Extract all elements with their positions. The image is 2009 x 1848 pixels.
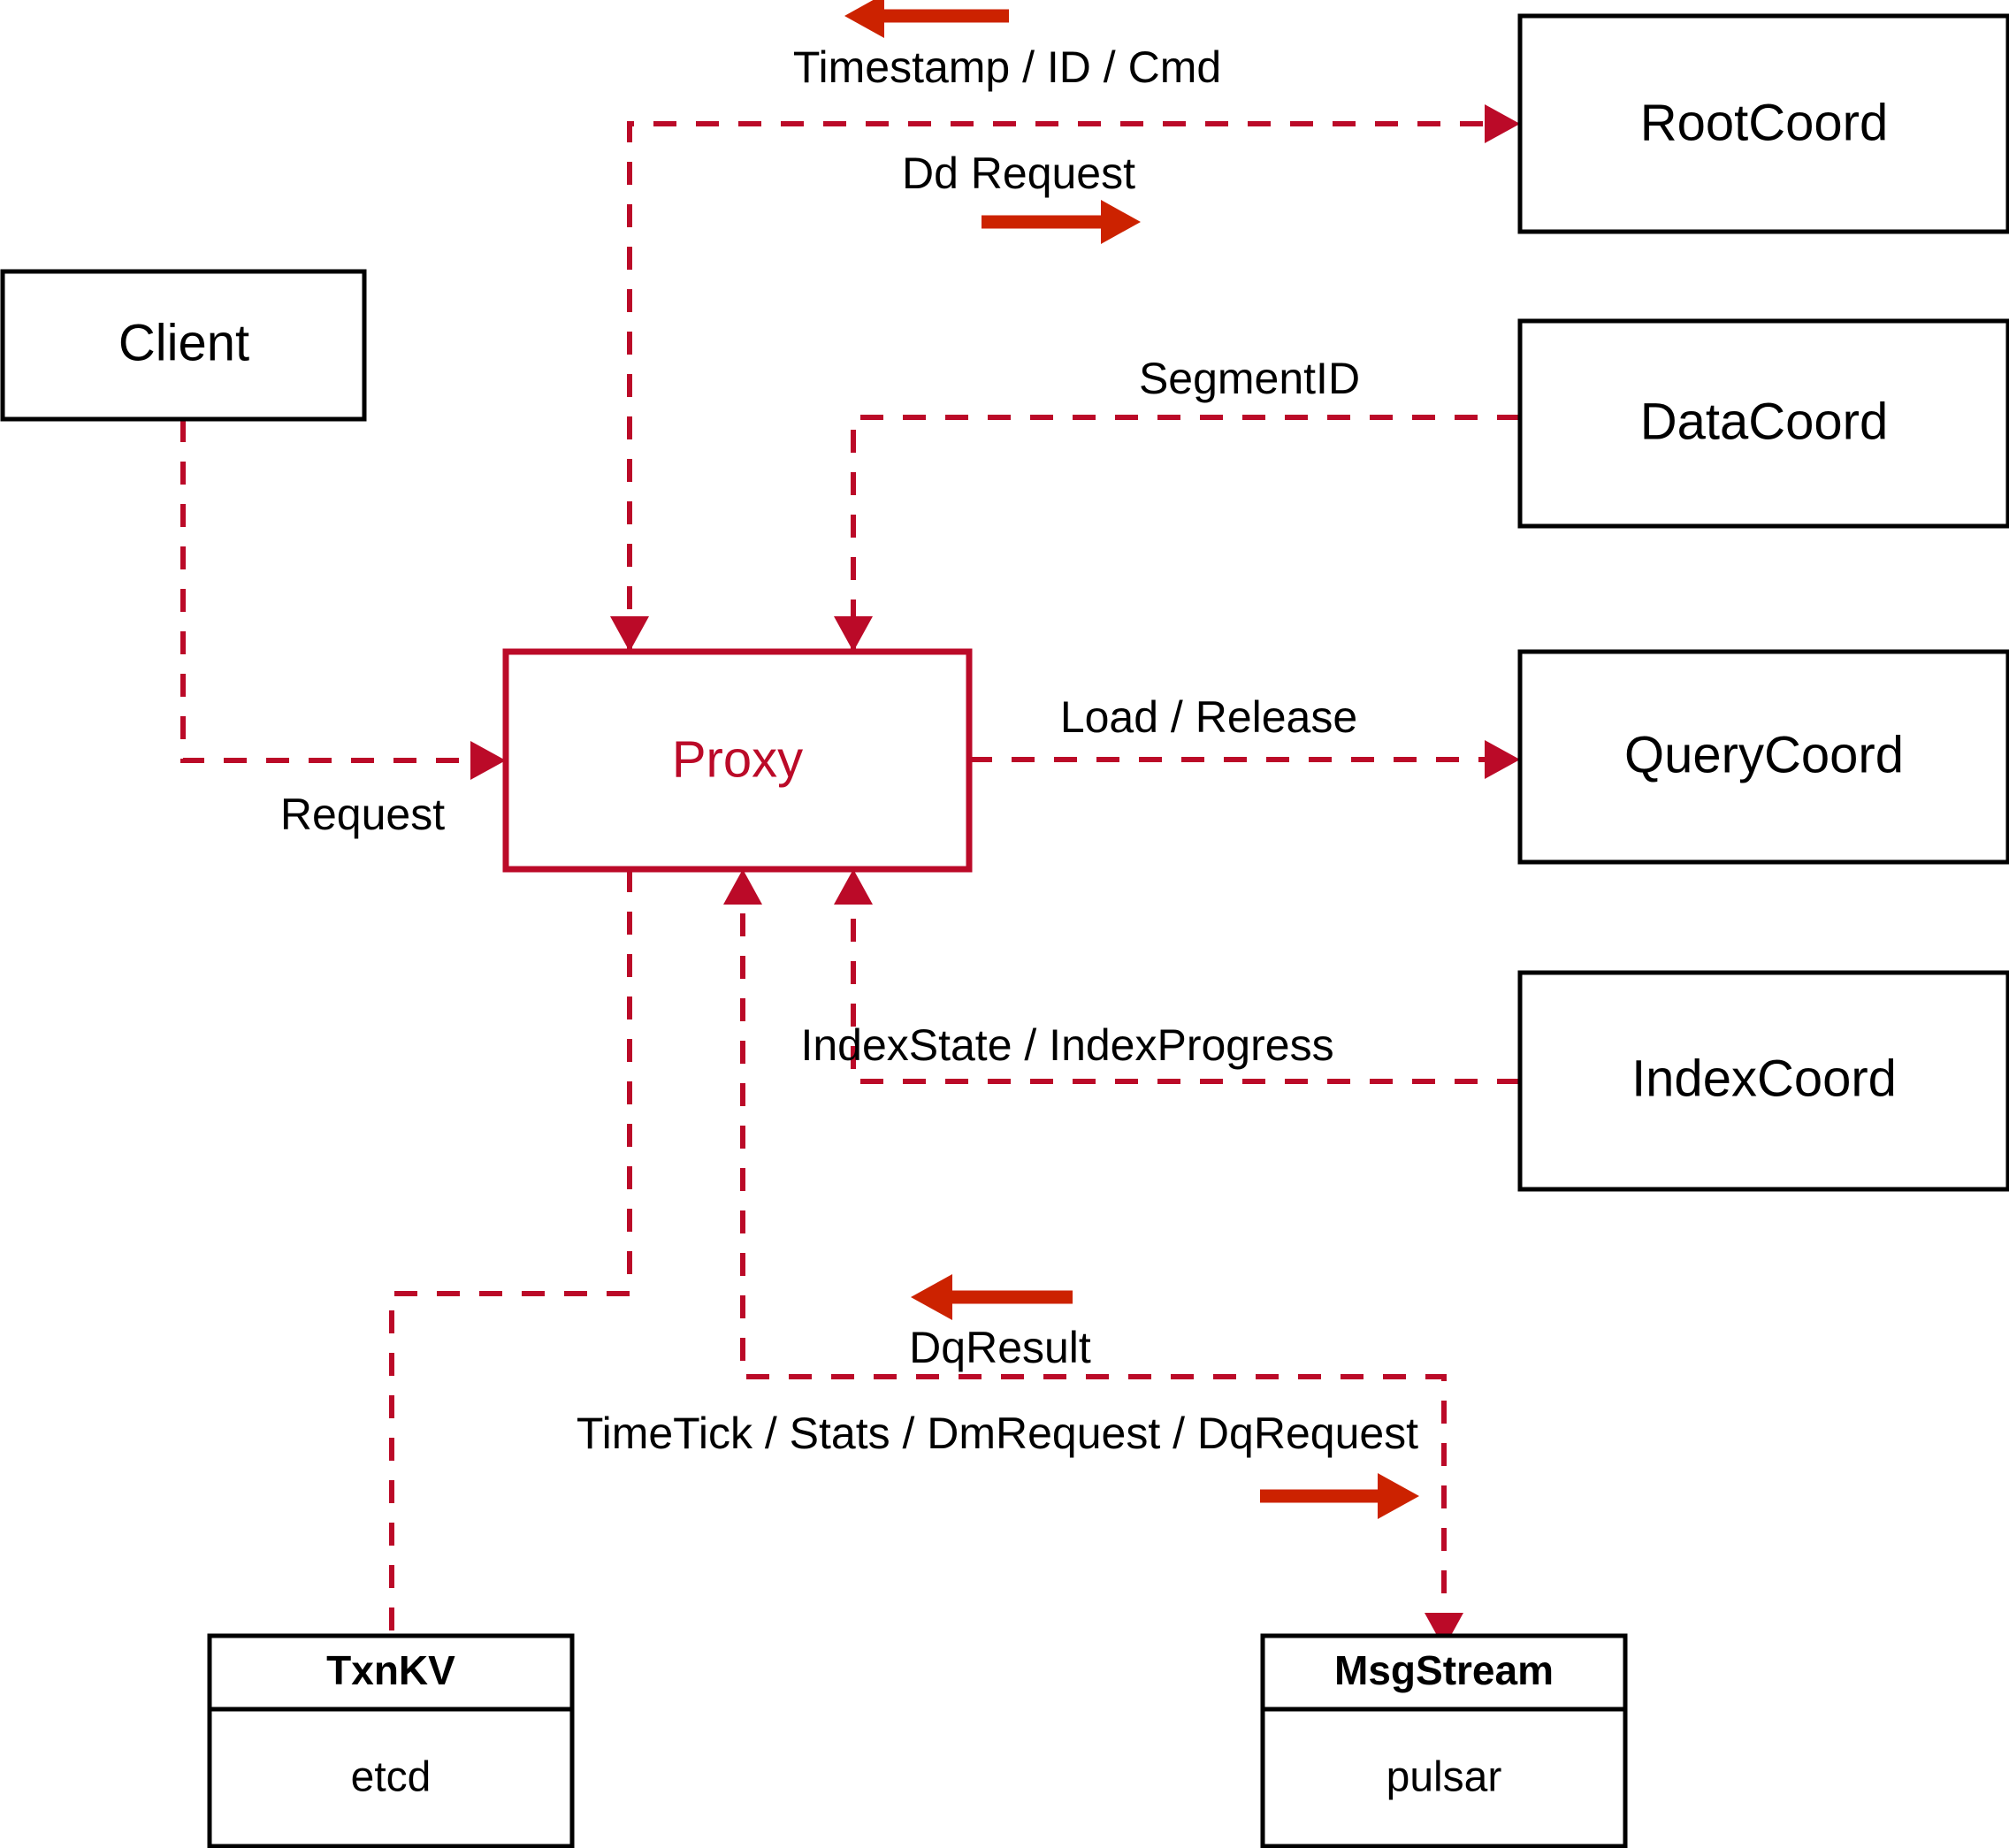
node-datacoord[interactable] [1517, 318, 2009, 529]
arrowhead-proxy-rootcoord [1485, 104, 1520, 143]
node-rootcoord-label: RootCoord [1640, 94, 1888, 151]
arrowhead-msgstream-proxy [723, 869, 762, 905]
arrowhead-indexcoord-proxy [834, 869, 873, 905]
edge-label-segment-id: SegmentID [1139, 354, 1360, 403]
node-indexcoord-label: IndexCoord [1631, 1050, 1897, 1107]
flow-msgstream-to-proxy [740, 882, 1447, 1636]
node-txnkv-label: TxnKV [326, 1647, 455, 1693]
edge-label-timestamp-id-cmd: Timestamp / ID / Cmd [793, 42, 1221, 92]
arrowhead-client-proxy [470, 741, 506, 780]
node-indexcoord[interactable] [1517, 970, 2009, 1192]
flow-indexcoord-to-proxy [851, 882, 1520, 1084]
edge-label-load-release: Load / Release [1060, 692, 1357, 742]
node-msgstream-label: MsgStream [1334, 1647, 1554, 1693]
node-txnkv[interactable] [207, 1633, 575, 1848]
arrowhead-datacoord-proxy [834, 616, 873, 652]
arrowhead-proxy-msgstream [1425, 1613, 1463, 1648]
node-querycoord-label: QueryCoord [1624, 726, 1904, 783]
flow-proxy-to-rootcoord [627, 121, 1508, 652]
edge-label-dd-request: Dd Request [902, 149, 1135, 198]
arrowhead-rootcoord-proxy [610, 616, 649, 652]
dir-arrow-dqresult-head [911, 1274, 952, 1320]
arrowhead-proxy-querycoord [1485, 740, 1520, 779]
flow-client-to-proxy [180, 419, 493, 763]
node-client[interactable] [0, 269, 367, 422]
flow-datacoord-to-proxy [851, 415, 1520, 652]
node-client-label: Client [118, 314, 249, 371]
edge-label-dq-result: DqResult [909, 1323, 1091, 1372]
node-msgstream-sublabel: pulsar [1386, 1754, 1502, 1801]
node-datacoord-label: DataCoord [1640, 393, 1888, 450]
node-querycoord[interactable] [1517, 649, 2009, 865]
node-msgstream[interactable] [1260, 1633, 1628, 1848]
edge-label-request: Request [280, 790, 445, 839]
edge-label-timetick-stats: TimeTick / Stats / DmRequest / DqRequest [577, 1409, 1418, 1458]
node-proxy[interactable] [502, 648, 973, 873]
edge-label-index-state-progress: IndexState / IndexProgress [800, 1020, 1333, 1070]
flow-proxy-to-txnkv [389, 869, 632, 1636]
node-txnkv-sublabel: etcd [351, 1754, 432, 1801]
dir-arrow-timestamp-head [844, 0, 884, 38]
node-rootcoord[interactable] [1517, 13, 2009, 234]
node-proxy-label: Proxy [672, 730, 803, 788]
dir-arrow-ddrequest-head [1101, 200, 1141, 244]
dir-arrow-timetick-head [1378, 1473, 1419, 1519]
